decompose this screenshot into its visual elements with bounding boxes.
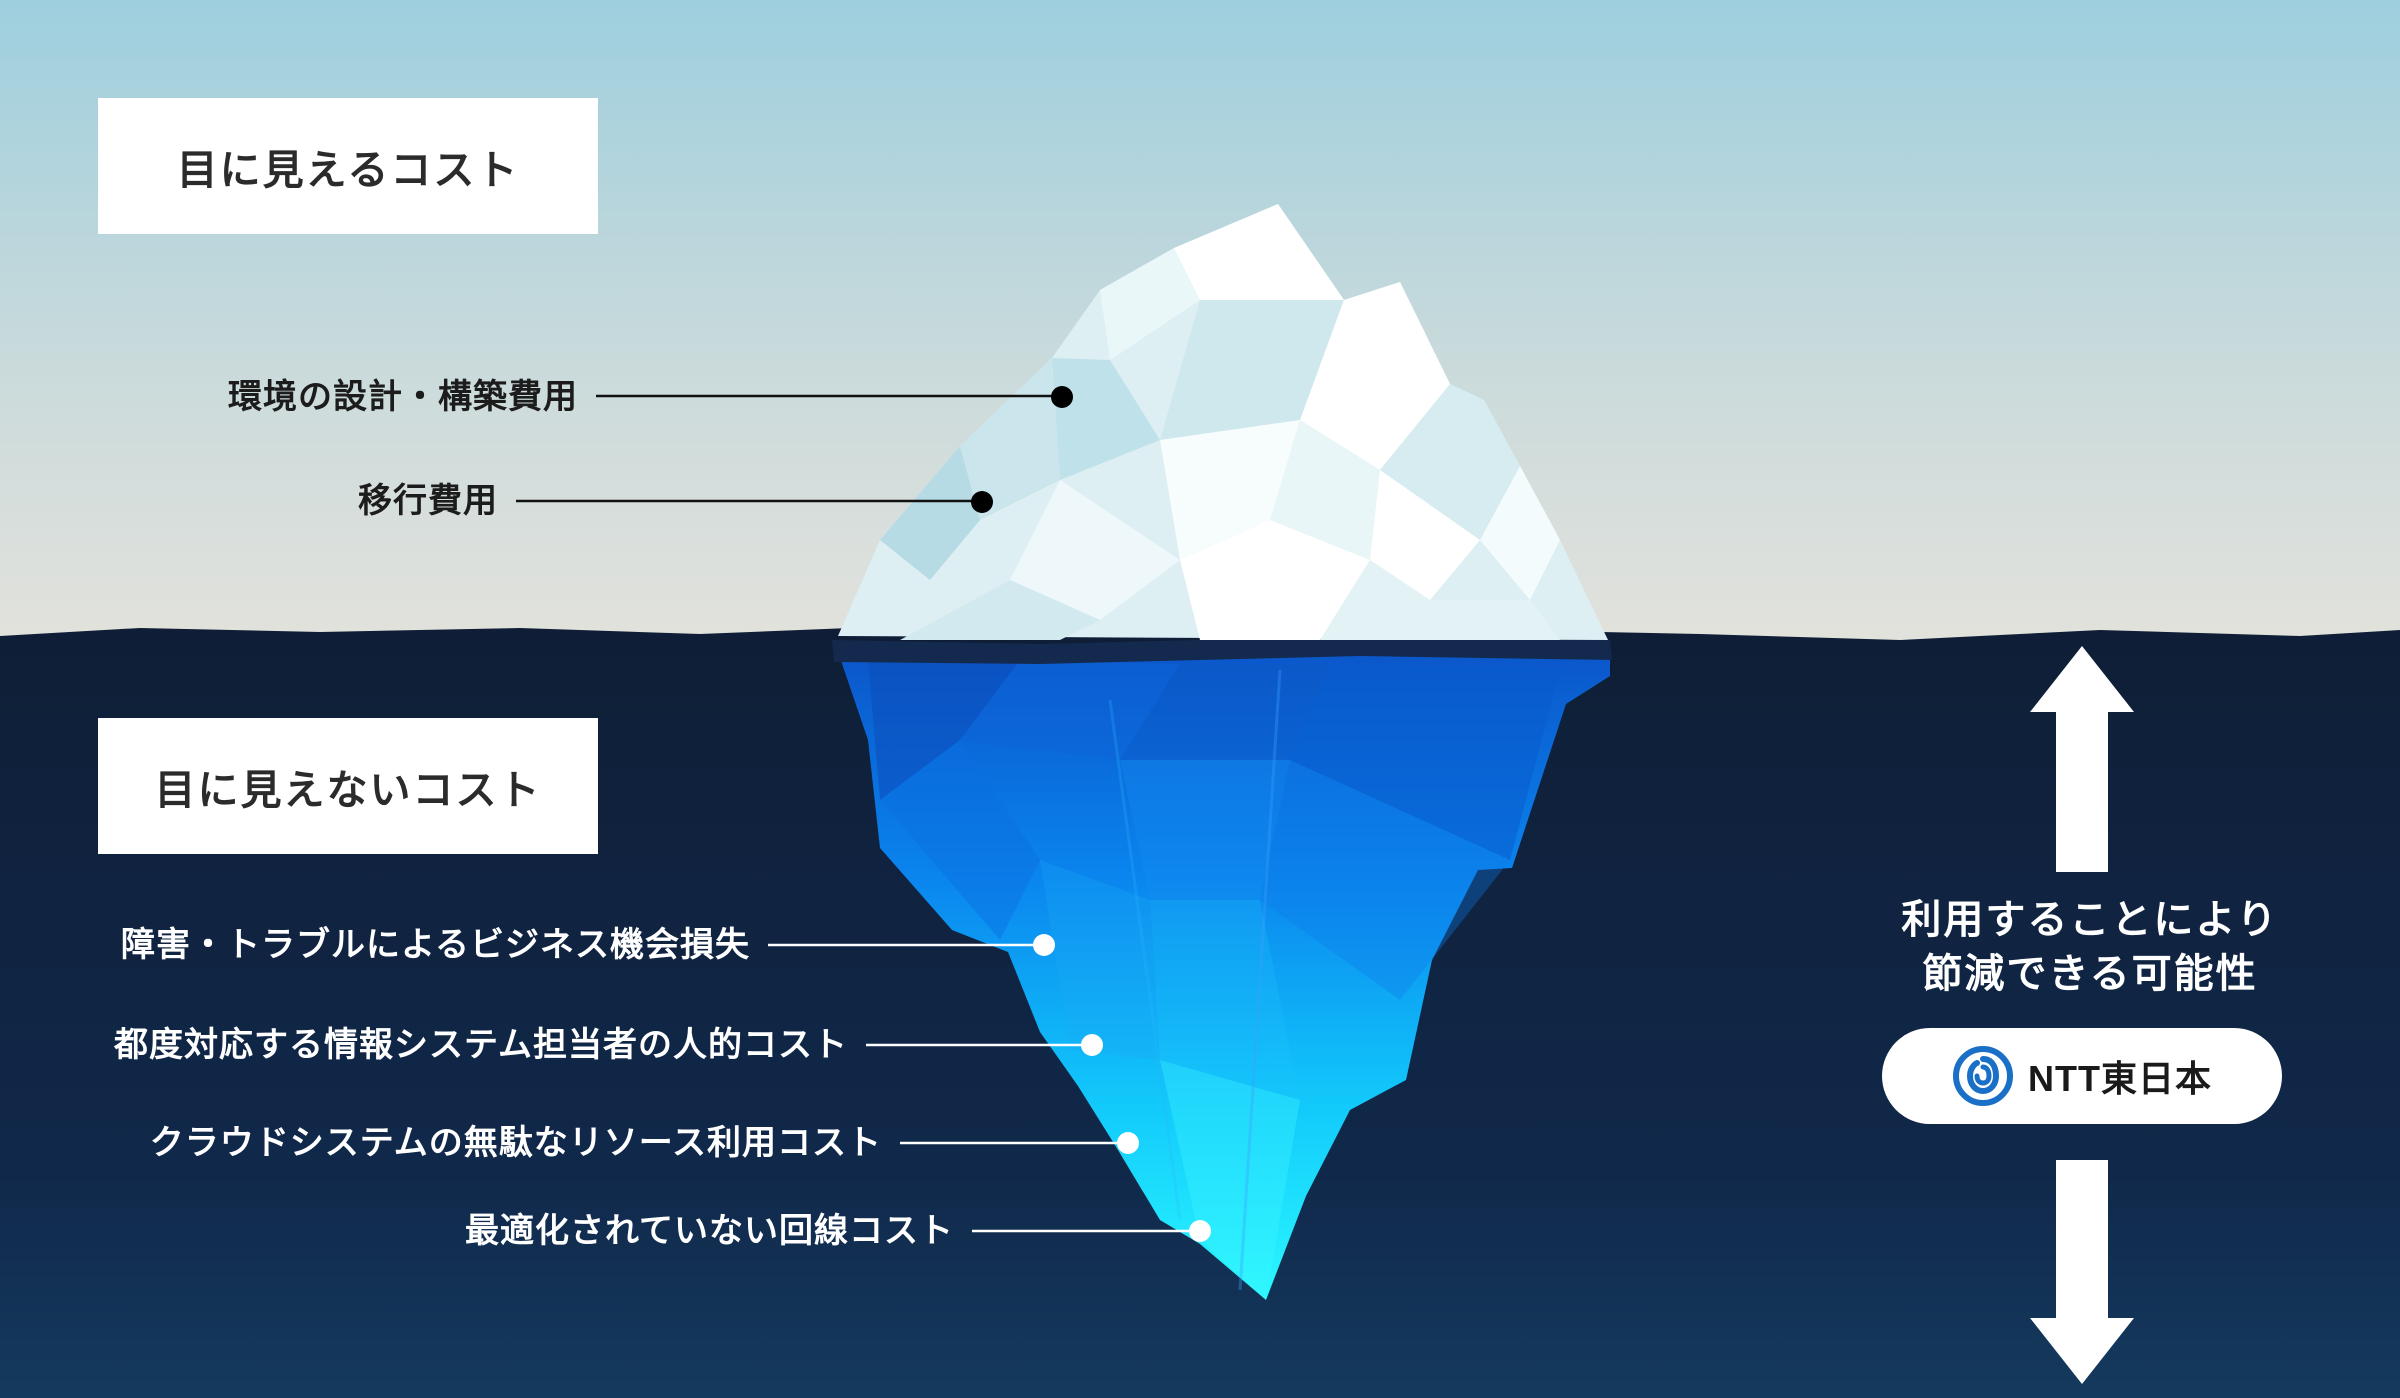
savings-text-line1: 利用することにより (1901, 897, 2279, 943)
visible-cost-heading-text: 目に見えるコスト (176, 146, 520, 194)
visible-cost-item-migration: 移行費用 (358, 481, 498, 521)
bullet-dot-icon (1081, 1034, 1103, 1056)
visible-cost-item-design: 環境の設計・構築費用 (228, 377, 578, 417)
hidden-cost-heading: 目に見えないコスト (98, 718, 598, 854)
iceberg-waterline (832, 634, 1612, 664)
bullet-dot-icon (1051, 386, 1073, 408)
hidden-cost-item-staff-cost: 都度対応する情報システム担当者の人的コスト (114, 1025, 848, 1065)
savings-text-line2: 節減できる可能性 (1922, 951, 2258, 997)
bullet-dot-icon (1117, 1132, 1139, 1154)
iceberg-above-water (838, 204, 1608, 640)
hidden-cost-item-network-cost: 最適化されていない回線コスト (465, 1211, 954, 1251)
bullet-dot-icon (971, 491, 993, 513)
bullet-dot-icon (1189, 1220, 1211, 1242)
visible-cost-heading: 目に見えるコスト (98, 98, 598, 234)
ntt-brand-name: NTT東日本 (2028, 1058, 2212, 1099)
arrow-up-icon (2030, 646, 2134, 872)
hidden-cost-item-resource-cost: クラウドシステムの無駄なリソース利用コスト (149, 1123, 882, 1163)
bullet-dot-icon (1033, 934, 1055, 956)
hidden-cost-heading-text: 目に見えないコスト (154, 766, 542, 814)
arrow-down-icon (2030, 1160, 2134, 1384)
iceberg-underwater (836, 646, 1610, 1300)
ntt-brand-badge: NTT東日本 (1882, 1028, 2282, 1124)
ntt-logo-icon (1953, 1046, 2013, 1106)
hidden-cost-item-opportunity-loss: 障害・トラブルによるビジネス機会損失 (121, 925, 750, 965)
